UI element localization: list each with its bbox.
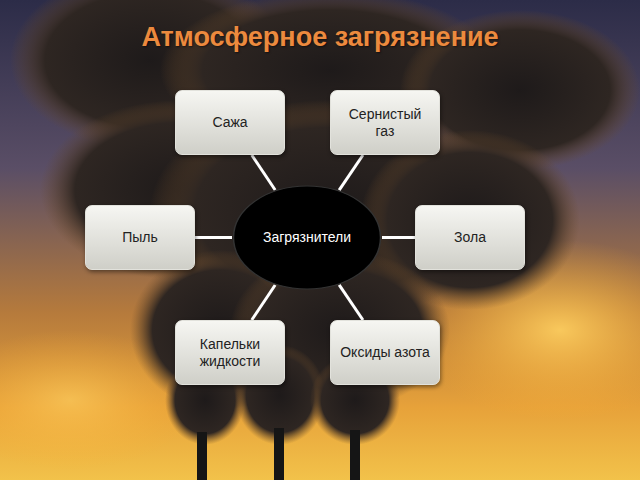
- connector-line: [195, 237, 232, 238]
- node-label: Оксиды азота: [340, 344, 430, 361]
- connector-line: [382, 237, 415, 238]
- diagram-title: Атмосферное загрязнение: [0, 22, 640, 53]
- node-label: Загрязнители: [263, 229, 351, 247]
- node-text-group: Оксиды азота: [340, 344, 430, 361]
- node-text-group: Сажа: [212, 114, 247, 131]
- node-text-group: Сернистый газ: [339, 106, 431, 140]
- node-text-group: Капельки жидкости: [184, 336, 276, 370]
- node-label: Капельки жидкости: [184, 336, 276, 370]
- node-text-group: Загрязнители: [263, 229, 351, 247]
- node-label: Сажа: [212, 114, 247, 131]
- connector-line: [339, 155, 363, 190]
- center-ellipse: Загрязнители: [232, 185, 382, 290]
- pollutant-box: Капельки жидкости: [175, 320, 285, 385]
- connector-line: [252, 285, 275, 320]
- node-text-group: Пыль: [122, 229, 158, 246]
- pollutant-box: Зола: [415, 205, 525, 270]
- node-label: Сернистый газ: [339, 106, 431, 140]
- pollutant-box: Сернистый газ: [330, 90, 440, 155]
- node-label: Зола: [454, 229, 486, 246]
- node-text-group: Зола: [454, 229, 486, 246]
- pollutant-box: Оксиды азота: [330, 320, 440, 385]
- pollutant-box: Сажа: [175, 90, 285, 155]
- connector-line: [339, 285, 363, 320]
- node-label: Пыль: [122, 229, 158, 246]
- pollutant-box: Пыль: [85, 205, 195, 270]
- connector-line: [252, 155, 275, 190]
